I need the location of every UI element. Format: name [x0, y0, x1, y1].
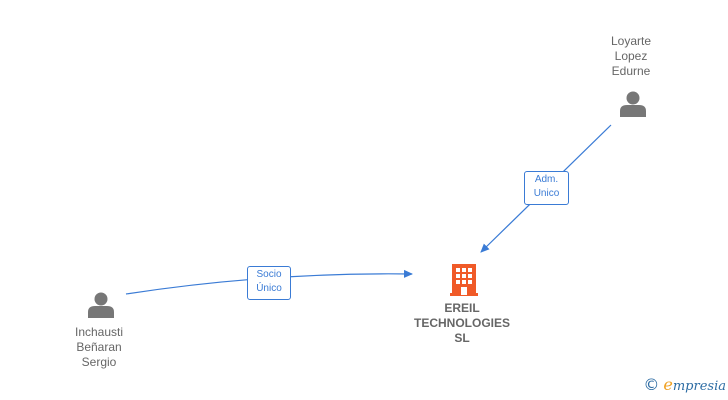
brand-logo[interactable]: © empresia: [643, 374, 726, 394]
edge-label-adm-unico[interactable]: Adm. Unico: [524, 171, 569, 205]
brand-first-letter: e: [663, 374, 673, 394]
company-name-line: SL: [454, 331, 470, 345]
person-label-loyarte[interactable]: Loyarte Lopez Edurne: [591, 34, 671, 79]
person-name-line: Sergio: [81, 355, 117, 369]
edge-label-line: Socio: [256, 269, 282, 280]
person-name-line: Edurne: [611, 64, 651, 78]
company-name-line: EREIL: [444, 301, 480, 315]
person-name-line: Lopez: [614, 49, 648, 63]
person-name-line: Loyarte: [610, 34, 652, 48]
brand-name: empresia: [663, 375, 726, 394]
building-icon[interactable]: [450, 264, 478, 296]
copyright-icon: ©: [643, 374, 660, 394]
edge-label-line: Adm.: [534, 174, 559, 185]
person-label-inchausti[interactable]: Inchausti Beñaran Sergio: [59, 325, 139, 370]
edge-label-socio-unico[interactable]: Socio Único: [247, 266, 291, 300]
person-icon[interactable]: [620, 91, 646, 118]
person-icon[interactable]: [88, 292, 114, 319]
person-name-line: Beñaran: [76, 340, 122, 354]
edge-label-line: Unico: [533, 188, 560, 199]
person-name-line: Inchausti: [74, 325, 124, 339]
edge-label-line: Único: [256, 283, 282, 294]
brand-name-rest: mpresia: [672, 378, 726, 394]
company-label[interactable]: EREIL TECHNOLOGIES SL: [402, 301, 522, 346]
company-name-line: TECHNOLOGIES: [413, 316, 510, 330]
